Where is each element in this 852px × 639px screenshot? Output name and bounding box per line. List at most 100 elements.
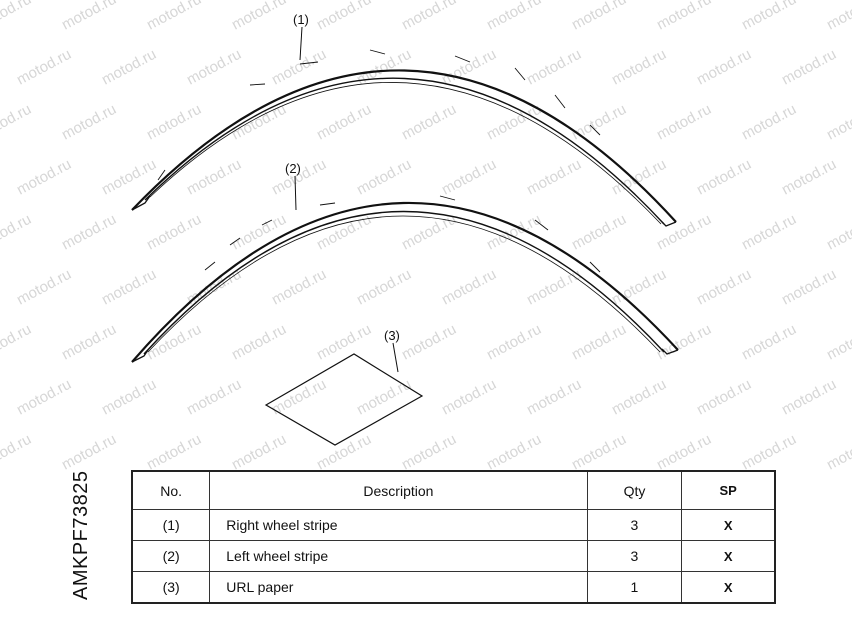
watermark-text: motod.ru (569, 211, 629, 254)
watermark-text: motod.ru (609, 376, 669, 419)
watermark-text: motod.ru (439, 376, 499, 419)
row-description: Right wheel stripe (209, 509, 588, 541)
table-header-row: No. Description Qty SP (131, 470, 776, 510)
watermark-text: motod.ru (354, 156, 414, 199)
watermark-text: motod.ru (779, 376, 839, 419)
callout-3: (3) (384, 328, 400, 343)
watermark-text: motod.ru (524, 156, 584, 199)
watermark-text: motod.ru (144, 321, 204, 364)
watermark-text: motod.ru (824, 431, 852, 470)
watermark-text: motod.ru (779, 266, 839, 309)
row-qty: 3 (586, 540, 683, 572)
watermark-text: motod.ru (14, 376, 74, 419)
watermark-text: motod.ru (739, 0, 799, 34)
watermark-text: motod.ru (99, 376, 159, 419)
watermark-text: motod.ru (0, 211, 34, 254)
watermark-text: motod.ru (59, 431, 119, 470)
watermark-text: motod.ru (824, 0, 852, 34)
watermark-text: motod.ru (654, 431, 714, 470)
watermark-text: motod.ru (609, 156, 669, 199)
watermark-text: motod.ru (694, 376, 754, 419)
watermark-text: motod.ru (654, 101, 714, 144)
watermark-text: motod.ru (144, 101, 204, 144)
watermark-text: motod.ru (0, 101, 34, 144)
watermark-text: motod.ru (99, 266, 159, 309)
watermark-text: motod.ru (229, 0, 289, 34)
row-no: (2) (131, 540, 211, 572)
table-row: (3) URL paper 1 X (131, 571, 776, 604)
watermark-text: motod.ru (0, 431, 34, 470)
row-no: (1) (131, 509, 211, 541)
watermark-text: motod.ru (654, 211, 714, 254)
watermark-text: motod.ru (399, 0, 459, 34)
row-description: URL paper (209, 571, 588, 604)
callout-2: (2) (285, 161, 301, 176)
watermark-text: motod.ru (314, 431, 374, 470)
watermark-text: motod.ru (439, 46, 499, 89)
watermark-text: motod.ru (269, 266, 329, 309)
row-description: Left wheel stripe (209, 540, 588, 572)
leader-lines (294, 26, 399, 373)
watermark-text: motod.ru (144, 211, 204, 254)
callout-1: (1) (293, 12, 309, 27)
watermark-text: motod.ru (484, 0, 544, 34)
header-sp: SP (681, 470, 776, 510)
watermark-text: motod.ru (484, 321, 544, 364)
watermark-text: motod.ru (824, 211, 852, 254)
right-wheel-stripe-drawing (131, 49, 677, 227)
watermark-text: motod.ru (59, 101, 119, 144)
watermark-text: motod.ru (14, 46, 74, 89)
watermark-text: motod.ru (569, 101, 629, 144)
watermark-text: motod.ru (824, 101, 852, 144)
watermark-text: motod.ru (569, 321, 629, 364)
watermark-text: motod.ru (229, 321, 289, 364)
watermark-text: motod.ru (439, 156, 499, 199)
watermark-text: motod.ru (654, 321, 714, 364)
watermark-text: motod.ru (524, 46, 584, 89)
watermark-text: motod.ru (59, 0, 119, 34)
watermark-text: motod.ru (779, 156, 839, 199)
watermark-text: motod.ru (609, 46, 669, 89)
row-qty: 3 (586, 509, 683, 541)
watermark-text: motod.ru (314, 101, 374, 144)
watermark-text: motod.ru (314, 321, 374, 364)
watermark-text: motod.ru (0, 321, 34, 364)
watermark-text: motod.ru (779, 46, 839, 89)
watermark-text: motod.ru (739, 431, 799, 470)
watermark-text: motod.ru (609, 266, 669, 309)
parts-diagram: motod.ru motod.ru motod.ru motod.ru motod.ru… (0, 0, 852, 470)
watermark-text: motod.ru (144, 0, 204, 34)
watermark-text: motod.ru (314, 0, 374, 34)
watermark-text: motod.ru (229, 431, 289, 470)
watermark-text: motod.ru (694, 266, 754, 309)
watermark-text: motod.ru (354, 376, 414, 419)
watermark-text: motod.ru (59, 211, 119, 254)
url-paper-drawing (264, 353, 424, 446)
watermark-text: motod.ru (0, 0, 34, 34)
table-row: (2) Left wheel stripe 3 X (131, 540, 776, 572)
row-sp: X (681, 571, 776, 604)
watermark-text: motod.ru (484, 431, 544, 470)
watermark-text: motod.ru (184, 376, 244, 419)
watermark-text: motod.ru (14, 266, 74, 309)
watermark-text: motod.ru (654, 0, 714, 34)
row-no: (3) (131, 571, 211, 604)
watermark-text: motod.ru (824, 321, 852, 364)
watermark-text: motod.ru (439, 266, 499, 309)
watermark-text: motod.ru (399, 431, 459, 470)
watermark-text: motod.ru (184, 46, 244, 89)
header-qty: Qty (586, 470, 683, 510)
watermark-text: motod.ru (694, 156, 754, 199)
watermark-text: motod.ru (14, 156, 74, 199)
row-sp: X (681, 509, 776, 541)
watermark-layer: motod.ru motod.ru motod.ru motod.ru motod.ru… (0, 0, 852, 470)
watermark-text: motod.ru (399, 321, 459, 364)
watermark-text: motod.ru (739, 321, 799, 364)
header-no: No. (131, 470, 211, 510)
watermark-text: motod.ru (184, 156, 244, 199)
watermark-text: motod.ru (59, 321, 119, 364)
parts-table: No. Description Qty SP (1) Right wheel s… (131, 470, 776, 604)
watermark-text: motod.ru (569, 431, 629, 470)
row-qty: 1 (586, 571, 683, 604)
table-row: (1) Right wheel stripe 3 X (131, 509, 776, 541)
